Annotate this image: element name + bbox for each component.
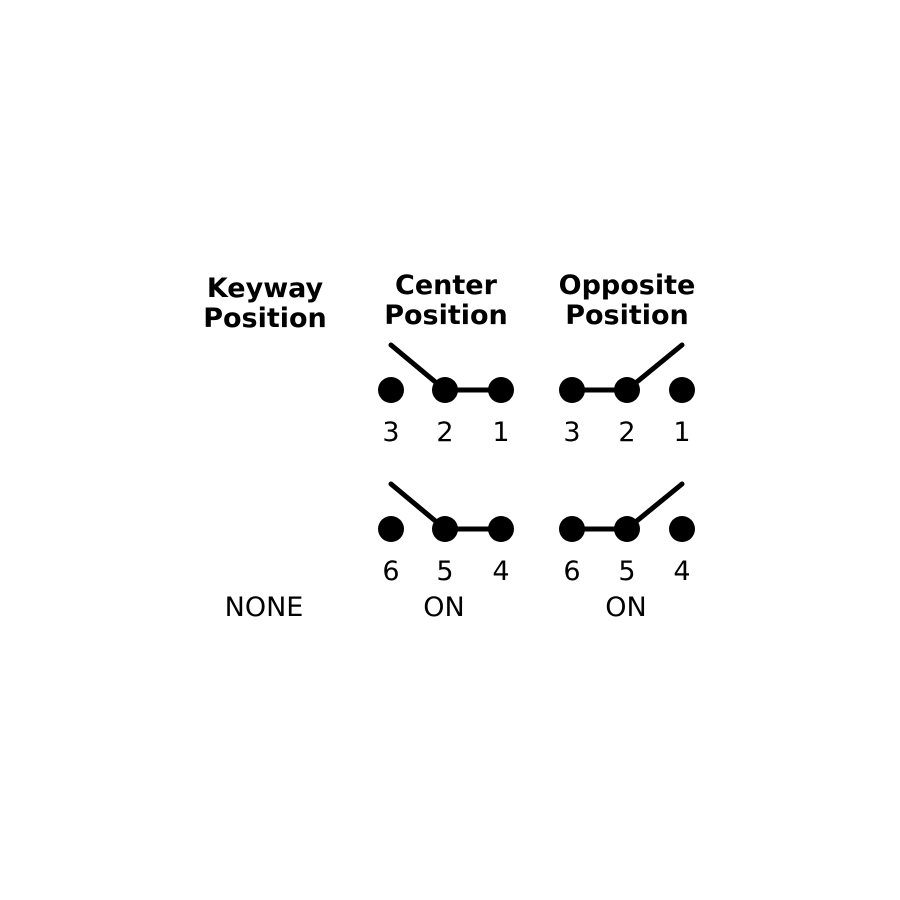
center-state-label: ON: [423, 592, 465, 623]
terminal-label: 1: [492, 417, 509, 448]
terminal-label: 1: [673, 417, 690, 448]
opposite-position-header: Opposite Position: [527, 271, 727, 331]
terminal-dot: [432, 516, 458, 542]
opposite-state-label: ON: [605, 592, 647, 623]
center-top-switch: 3 2 1: [378, 342, 514, 448]
header-line: Position: [384, 300, 508, 331]
terminal-dot: [488, 377, 514, 403]
terminal-dot: [488, 516, 514, 542]
header-line: Center: [395, 270, 497, 301]
terminal-label: 4: [673, 556, 690, 587]
terminal-label: 6: [563, 556, 580, 587]
terminal-dot: [432, 377, 458, 403]
terminal-label: 6: [382, 556, 399, 587]
terminal-label: 5: [618, 556, 635, 587]
opposite-bottom-switch: 6 5 4: [559, 481, 695, 587]
terminal-dot: [669, 516, 695, 542]
terminal-dot: [378, 377, 404, 403]
header-line: Position: [565, 300, 689, 331]
terminal-label: 3: [563, 417, 580, 448]
header-line: Position: [203, 303, 327, 334]
terminal-label: 4: [492, 556, 509, 587]
keyway-position-header: Keyway Position: [165, 274, 365, 334]
terminal-label: 5: [436, 556, 453, 587]
terminal-label: 2: [618, 417, 635, 448]
terminal-dot: [378, 516, 404, 542]
terminal-dot: [614, 516, 640, 542]
header-line: Keyway: [206, 273, 324, 304]
terminal-label: 2: [436, 417, 453, 448]
terminal-label: 3: [382, 417, 399, 448]
terminal-dot: [669, 377, 695, 403]
terminal-dot: [559, 516, 585, 542]
center-position-header: Center Position: [346, 271, 546, 331]
terminal-dot: [559, 377, 585, 403]
opposite-top-switch: 3 2 1: [559, 342, 695, 448]
header-line: Opposite: [558, 270, 696, 301]
keyway-state-label: NONE: [224, 592, 304, 623]
terminal-dot: [614, 377, 640, 403]
center-bottom-switch: 6 5 4: [378, 481, 514, 587]
